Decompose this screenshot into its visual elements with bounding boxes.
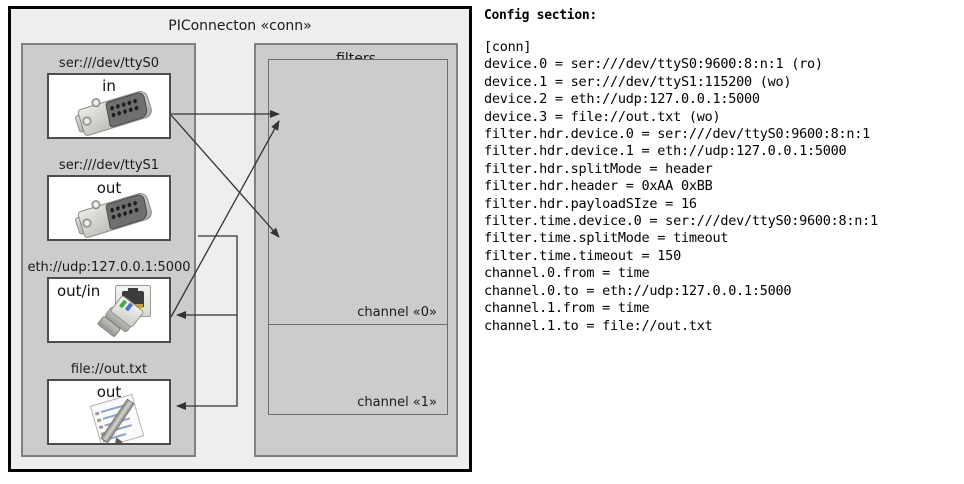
config-section-heading: Config section:: [484, 8, 597, 23]
device-box-file[interactable]: out: [47, 379, 171, 445]
device-io-ttys0: in: [102, 77, 116, 95]
config-line: device.2 = eth://udp:127.0.0.1:5000: [484, 91, 760, 108]
config-section: Config section: [conn]device.0 = ser:///…: [484, 8, 956, 335]
device-label-file: file://out.txt: [70, 362, 148, 377]
config-lines-list: [conn]device.0 = ser:///dev/ttyS0:9600:8…: [484, 39, 956, 335]
text-file-icon: [89, 393, 155, 443]
ethernet-jack-icon: [96, 283, 169, 341]
config-line: [conn]: [484, 39, 532, 55]
device-io-eth: out/in: [57, 282, 101, 300]
config-line: channel.1.to = file://out.txt: [484, 317, 713, 334]
config-line: filter.time.timeout = 150: [484, 247, 681, 264]
device-io-ttys1: out: [96, 179, 122, 197]
device-node-eth[interactable]: eth://udp:127.0.0.1:5000 out/in: [27, 259, 191, 343]
config-line: filter.hdr.device.1 = eth://udp:127.0.0.…: [484, 143, 847, 160]
config-line: filter.time.splitMode = timeout: [484, 230, 729, 247]
config-line: device.1 = ser:///dev/ttyS1:115200 (wo): [484, 73, 792, 90]
channel-compartment-1[interactable]: channel «1»: [268, 324, 448, 415]
connector-diagram: PIConnecton «conn» ser:///dev/ttyS0 in s…: [8, 6, 472, 472]
config-line: channel.1.from = time: [484, 300, 650, 317]
device-label-ttys1: ser:///dev/ttyS1: [58, 158, 160, 173]
config-line: device.3 = file://out.txt (wo): [484, 108, 721, 125]
config-line: filter.hdr.payloadSIze = 16: [484, 195, 697, 212]
config-line: device.0 = ser:///dev/ttyS0:9600:8:n:1 (…: [484, 56, 823, 73]
config-line: channel.0.from = time: [484, 265, 650, 282]
filters-panel: filters Filter «hdr» header = 0xAA 0xBB …: [254, 43, 458, 457]
devices-panel: ser:///dev/ttyS0 in ser:///dev/ttyS1 out: [21, 43, 196, 457]
device-label-eth: eth://udp:127.0.0.1:5000: [27, 260, 191, 275]
device-box-ttys1[interactable]: out: [47, 175, 171, 241]
channel-label-0: channel «0»: [357, 305, 437, 320]
device-box-eth[interactable]: out/in: [47, 277, 171, 343]
config-line: filter.hdr.device.0 = ser:///dev/ttyS0:9…: [484, 126, 871, 143]
config-line: filter.time.device.0 = ser:///dev/ttyS0:…: [484, 213, 878, 230]
device-box-ttys0[interactable]: in: [47, 73, 171, 139]
config-line: filter.hdr.splitMode = header: [484, 160, 713, 177]
config-line: channel.0.to = eth://udp:127.0.0.1:5000: [484, 282, 792, 299]
device-label-ttys0: ser:///dev/ttyS0: [58, 56, 160, 71]
diagram-title: PIConnecton «conn»: [168, 18, 312, 34]
channel-compartment-0[interactable]: channel «0»: [268, 59, 448, 325]
device-io-file: out: [96, 383, 122, 401]
channel-label-1: channel «1»: [357, 395, 437, 410]
device-node-ttys1[interactable]: ser:///dev/ttyS1 out: [47, 157, 171, 241]
config-line: filter.hdr.header = 0xAA 0xBB: [484, 178, 713, 195]
device-node-file[interactable]: file://out.txt out: [47, 361, 171, 445]
device-node-ttys0[interactable]: ser:///dev/ttyS0 in: [47, 55, 171, 139]
